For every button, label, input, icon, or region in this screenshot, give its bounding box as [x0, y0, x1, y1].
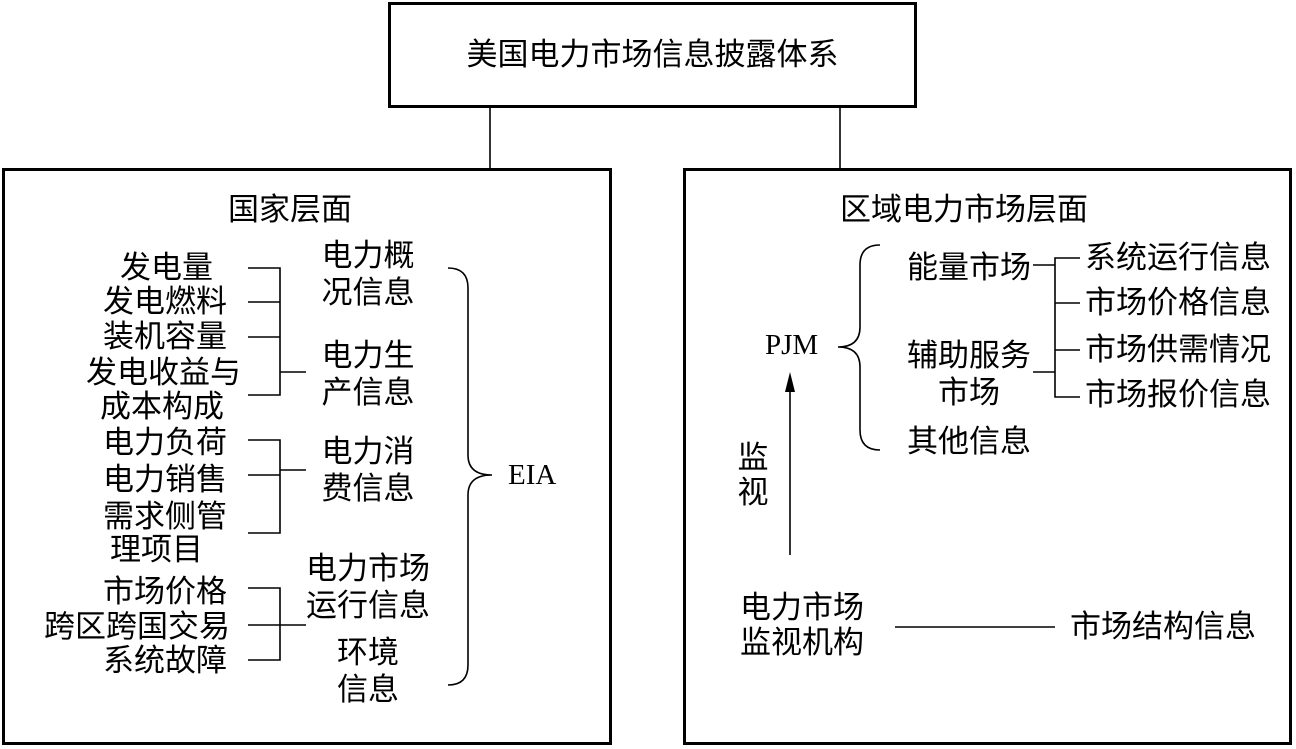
- diagram-title: 美国电力市场信息披露体系: [466, 37, 839, 72]
- pjm-curly-brace: [837, 244, 881, 451]
- ancillary-market-line: 市场: [938, 375, 1000, 410]
- national-level-panel: [2, 168, 612, 745]
- source-item: 市场价格: [103, 574, 227, 609]
- monitoring-label: 监 视: [736, 440, 770, 510]
- market-monitor-agency: 电力市场 监视机构: [738, 590, 866, 660]
- category-label-line: 况信息: [321, 275, 415, 310]
- monitoring-label-char: 视: [737, 475, 769, 510]
- category-label-line: 产信息: [321, 375, 415, 410]
- market-info-item: 市场供需情况: [1085, 332, 1271, 367]
- regional-level-heading: 区域电力市场层面: [840, 192, 1088, 227]
- category-label: 电力概 况信息: [298, 237, 438, 311]
- category-label-line: 费信息: [321, 471, 415, 506]
- source-item: 成本构成: [100, 389, 224, 424]
- market-monitor-agency-line: 电力市场: [740, 590, 864, 625]
- category-label-line: 电力市场: [306, 551, 430, 586]
- ancillary-market-label: 辅助服务 市场: [905, 337, 1033, 411]
- market-monitor-agency-line: 监视机构: [740, 625, 864, 660]
- market-info-item: 市场价格信息: [1085, 285, 1271, 320]
- monitoring-label-char: 监: [737, 440, 769, 475]
- consumption-group-bracket: [248, 439, 306, 534]
- pjm-label: PJM: [765, 329, 819, 361]
- market-info-item: 市场报价信息: [1085, 377, 1271, 412]
- market-info-item: 系统运行信息: [1085, 240, 1271, 275]
- source-item: 需求侧管: [103, 499, 227, 534]
- national-level-heading: 国家层面: [228, 192, 352, 227]
- source-item: 系统故障: [103, 643, 227, 678]
- energy-market-label: 能量市场: [907, 250, 1031, 285]
- source-item: 装机容量: [103, 319, 227, 354]
- market-structure-info: 市场结构信息: [1070, 609, 1256, 644]
- eia-curly-brace: [447, 267, 493, 686]
- source-item: 电力负荷: [103, 425, 227, 460]
- regional-level-panel: [683, 168, 1292, 745]
- market-info-bracket: [1054, 257, 1080, 398]
- category-label-line: 运行信息: [306, 588, 430, 623]
- category-label-line: 电力概: [321, 238, 415, 273]
- category-label: 电力市场 运行信息: [298, 550, 438, 624]
- monitoring-arrowhead: [785, 372, 795, 392]
- eia-label: EIA: [508, 459, 557, 491]
- source-item: 发电量: [120, 250, 213, 285]
- title-box: 美国电力市场信息披露体系: [388, 2, 917, 108]
- market-operation-group-bracket: [248, 587, 306, 661]
- category-label-line: 环境: [337, 635, 399, 670]
- category-label-line: 信息: [337, 672, 399, 707]
- category-label: 电力生 产信息: [298, 337, 438, 411]
- ancillary-market-line: 辅助服务: [907, 338, 1031, 373]
- source-item: 电力销售: [103, 462, 227, 497]
- source-item: 跨区跨国交易: [44, 609, 230, 644]
- category-label-line: 电力生: [321, 338, 415, 373]
- source-item: 发电燃料: [103, 284, 227, 319]
- generation-group-bracket: [248, 267, 306, 396]
- category-label-line: 电力消: [321, 434, 415, 469]
- other-info-label: 其他信息: [907, 424, 1031, 459]
- category-label: 电力消 费信息: [298, 433, 438, 507]
- category-label: 环境 信息: [298, 634, 438, 708]
- source-item: 发电收益与: [86, 355, 241, 390]
- source-item: 理项目: [110, 532, 203, 567]
